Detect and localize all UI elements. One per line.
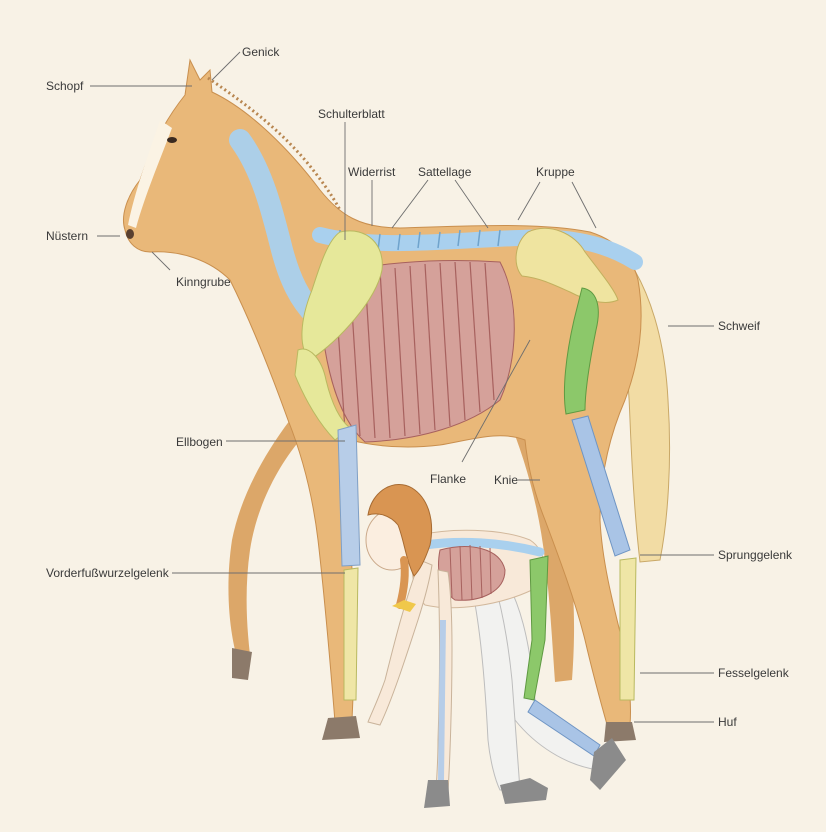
horse-far-front-leg [228, 420, 300, 655]
label-kruppe: Kruppe [536, 165, 575, 179]
label-schopf: Schopf [46, 79, 84, 93]
horse-eye [167, 137, 177, 143]
label-sattellage: Sattellage [418, 165, 472, 179]
girl-hand-shoe [424, 780, 450, 808]
horse-front-cannon [344, 568, 358, 700]
label-huf: Huf [718, 715, 737, 729]
label-sprunggelenk: Sprunggelenk [718, 548, 793, 562]
leader-kinngrube [152, 252, 170, 270]
leader-sattellage-b [455, 180, 488, 228]
leader-sattellage-a [392, 180, 428, 228]
horse-nostril [126, 229, 134, 239]
label-fesselgelenk: Fesselgelenk [718, 666, 790, 680]
label-kinngrube: Kinngrube [176, 275, 231, 289]
label-flanke: Flanke [430, 472, 466, 486]
label-ellbogen: Ellbogen [176, 435, 223, 449]
horse-hoof-front [322, 716, 360, 740]
horse-radius [338, 425, 360, 566]
girl-braid [400, 560, 405, 605]
leader-kruppe-b [572, 182, 596, 228]
horse-hoof-hind [604, 722, 636, 742]
label-knie: Knie [494, 473, 518, 487]
leader-kruppe-a [518, 182, 540, 220]
label-widerrist: Widerrist [348, 165, 396, 179]
horse-hind-cannon [620, 558, 636, 700]
leader-genick [212, 52, 240, 80]
horse-hoof-far-front [232, 648, 252, 680]
label-schulterblatt: Schulterblatt [318, 107, 385, 121]
label-schweif: Schweif [718, 319, 761, 333]
label-genick: Genick [242, 45, 280, 59]
label-nuestern: Nüstern [46, 229, 88, 243]
label-vorderfusswurzelgelenk: Vorderfußwurzelgelenk [46, 566, 170, 580]
